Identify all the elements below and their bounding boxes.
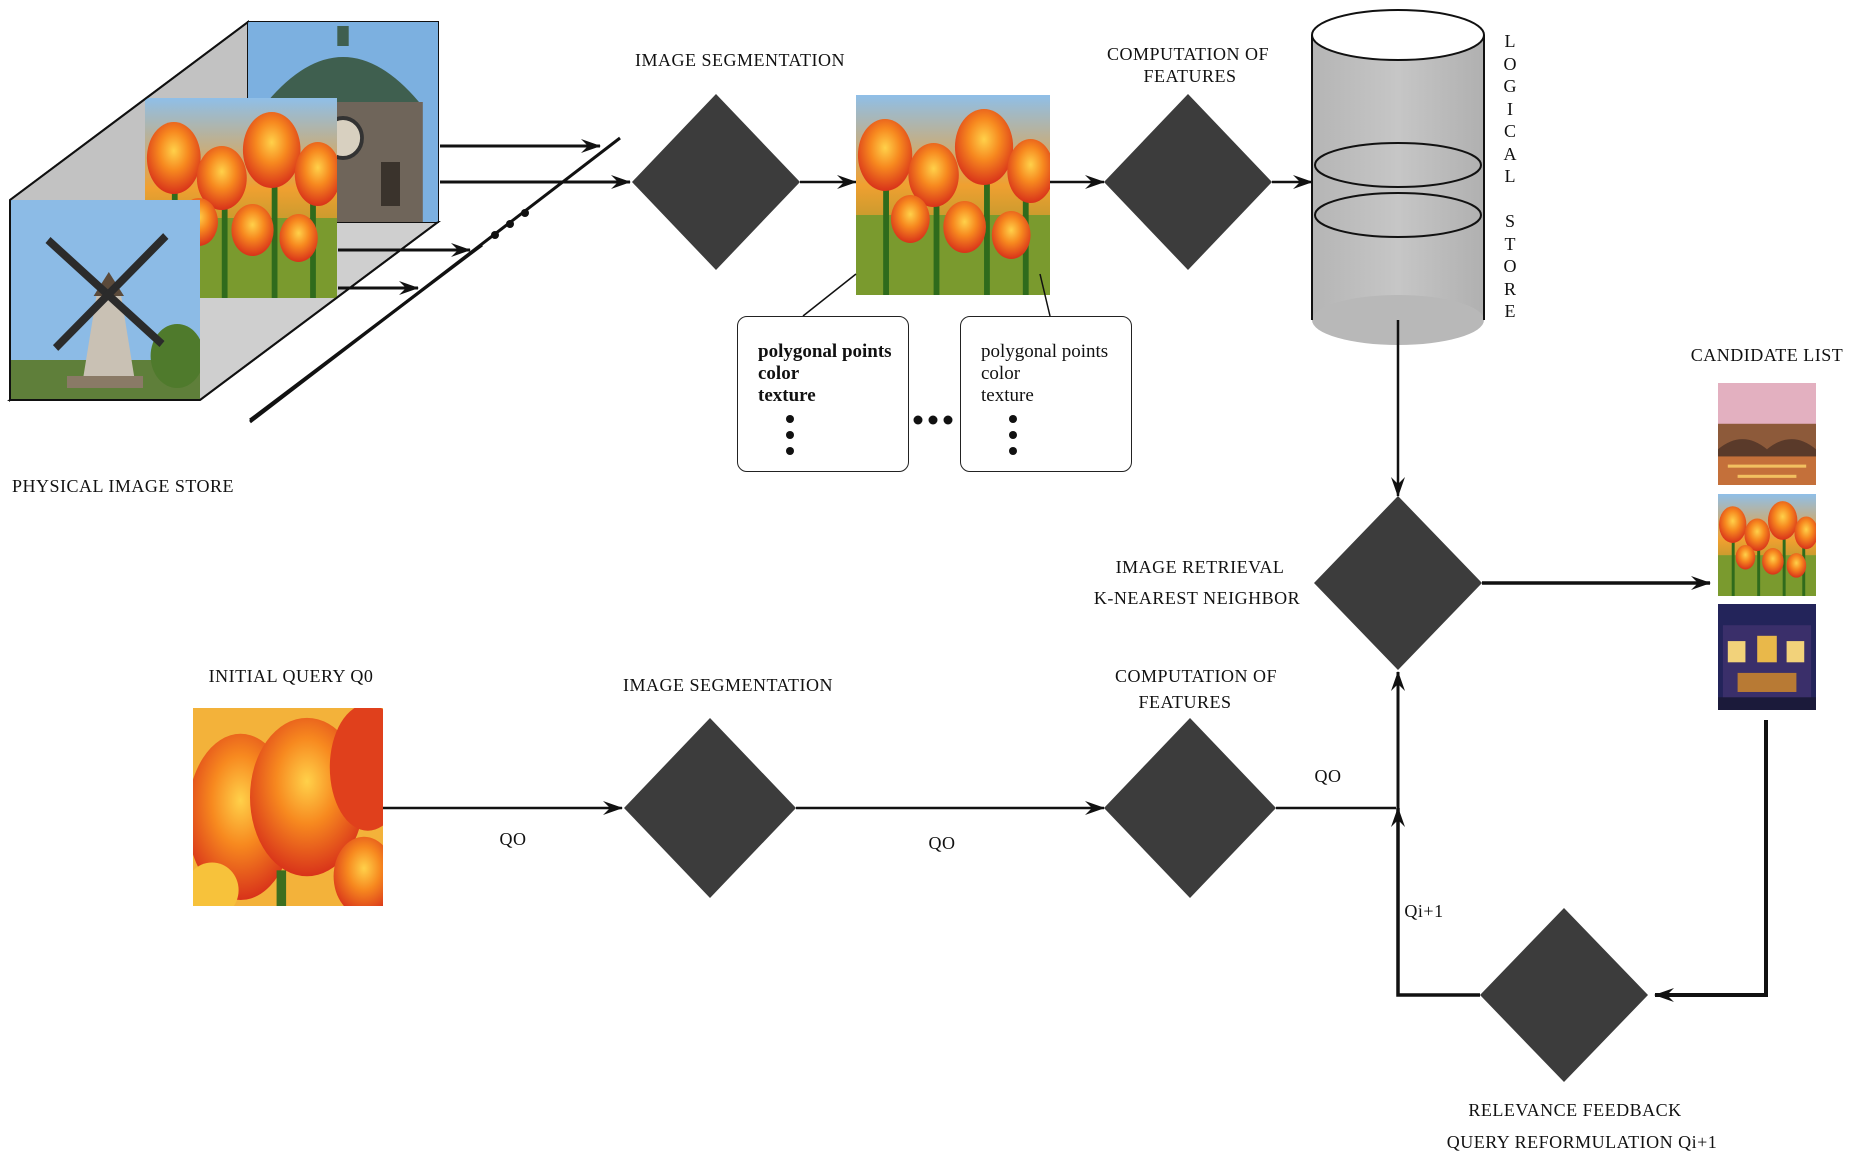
feedback-diamond (1480, 908, 1648, 1082)
candidate-image-2 (1718, 494, 1816, 596)
ellipsis-dot (506, 220, 514, 228)
q0-label-a: QO (499, 829, 527, 849)
feature-box-2-dots (1009, 415, 1017, 463)
initial-query-label: INITIAL QUERY Q0 (208, 666, 374, 686)
feature-box-1-line-3: texture (758, 385, 816, 406)
feature-box-2-line-2: color (981, 363, 1021, 384)
features-bottom-label-1: COMPUTATION OF (1114, 666, 1278, 686)
physical-store-label: PHYSICAL IMAGE STORE (12, 476, 235, 496)
candidate-image-3 (1718, 604, 1816, 710)
features-diamond-bottom (1104, 718, 1276, 898)
retrieval-label-1: IMAGE RETRIEVAL (1115, 557, 1285, 577)
qi1-label: Qi+1 (1404, 901, 1444, 921)
features-top-label-1: COMPUTATION OF (1106, 44, 1270, 64)
segmentation-diamond-top (632, 94, 800, 270)
feature-box-1: polygonal points color texture (737, 316, 909, 472)
ellipsis-dot (913, 415, 923, 425)
segmentation-diamond-bottom (624, 718, 796, 898)
feature-box-2: polygonal points color texture (960, 316, 1132, 472)
ellipsis-dot (491, 231, 499, 239)
ellipsis-dot (521, 209, 529, 217)
retrieval-diamond (1314, 496, 1482, 670)
logical-store-cylinder (1311, 9, 1485, 345)
store-image-windmill (10, 200, 204, 400)
feedback-label-1: RELEVANCE FEEDBACK (1468, 1100, 1682, 1120)
feature-box-2-line-3: texture (981, 385, 1034, 406)
feedback-arrow (1654, 720, 1768, 1002)
candidate-image-1 (1718, 383, 1816, 485)
stack-line-2 (249, 136, 621, 424)
retrieval-label-2: K-NEAREST NEIGHBOR (1093, 588, 1301, 608)
segmentation-top-label: IMAGE SEGMENTATION (634, 50, 846, 70)
physical-image-store (6, 20, 442, 402)
feature-box-2-line-1: polygonal points (981, 341, 1109, 362)
segmentation-bottom-label: IMAGE SEGMENTATION (622, 675, 834, 695)
candidate-list-label: CANDIDATE LIST (1690, 345, 1844, 365)
features-diamond-top (1104, 94, 1272, 270)
feature-box-1-line-2: color (758, 363, 800, 384)
features-bottom-label-2: FEATURES (1138, 692, 1232, 712)
feedback-return-arrow (1391, 807, 1480, 997)
ellipsis-dot (943, 415, 953, 425)
q0-label-c: QO (1314, 766, 1342, 786)
feedback-label-2: QUERY REFORMULATION Qi+1 (1446, 1132, 1718, 1152)
features-top-label-2: FEATURES (1143, 66, 1237, 86)
initial-query-image (193, 708, 383, 906)
feature-box-1-dots (786, 415, 794, 463)
segmented-image (856, 95, 1050, 295)
q0-label-b: QO (928, 833, 956, 853)
feature-box-1-line-1: polygonal points (758, 341, 892, 362)
ellipsis-dot (928, 415, 938, 425)
